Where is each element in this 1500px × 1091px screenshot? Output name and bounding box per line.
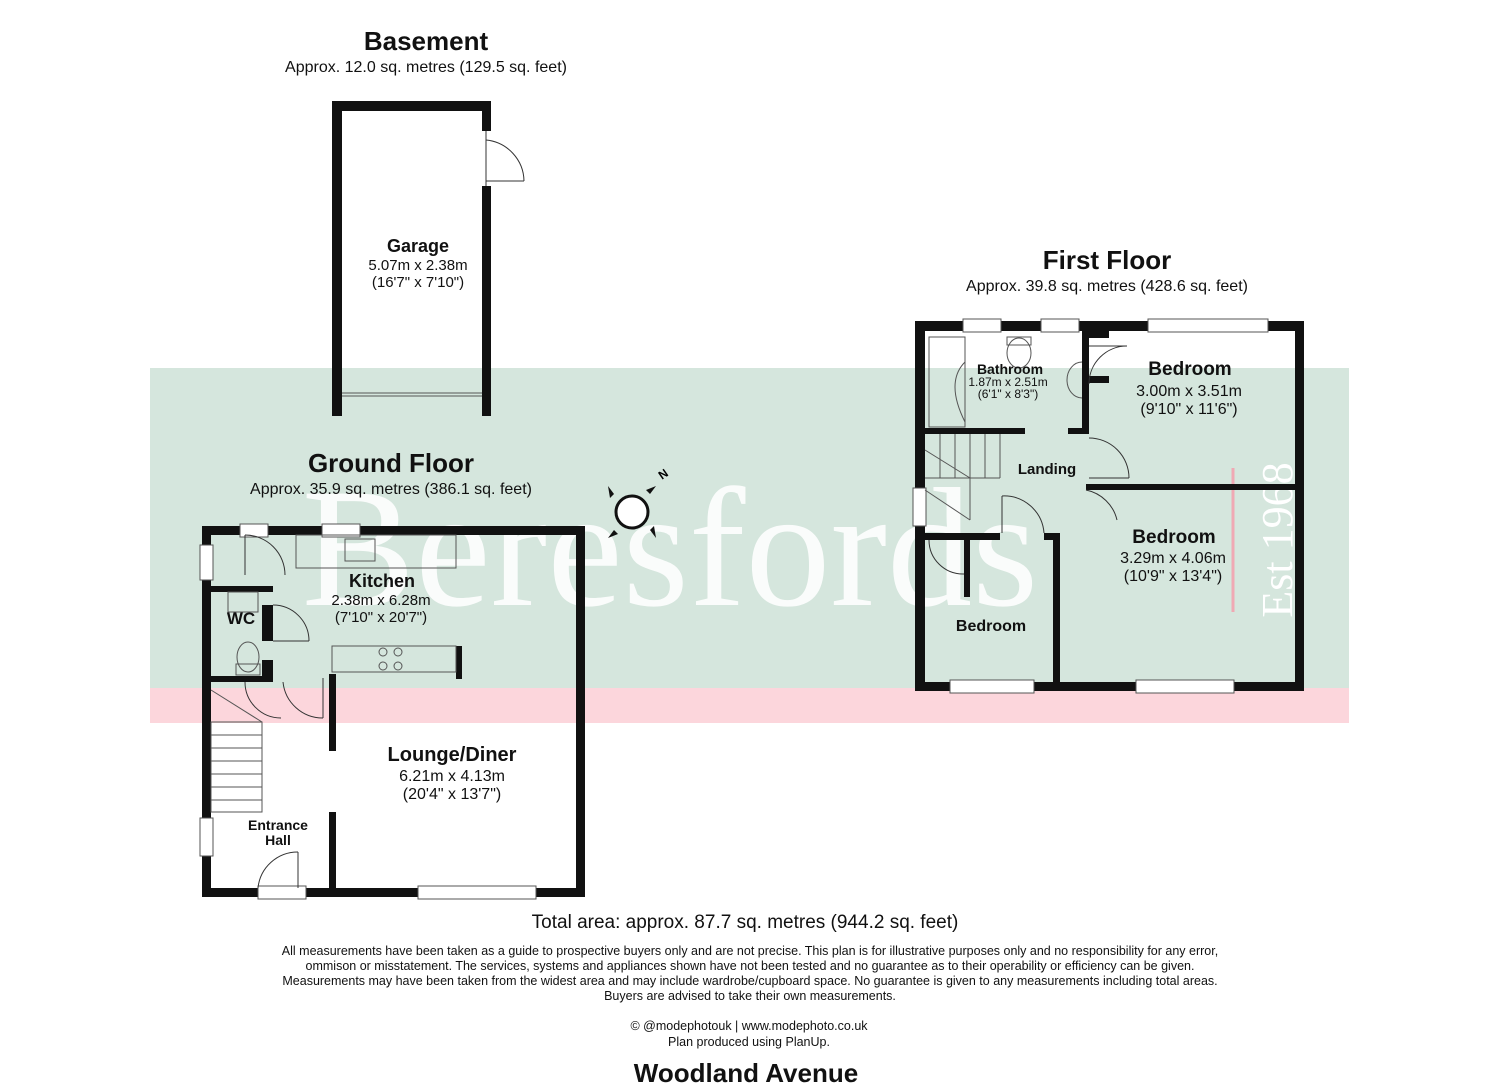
bathroom-name: Bathroom (976, 361, 1044, 377)
first-floor-area: Approx. 39.8 sq. metres (428.6 sq. feet) (966, 278, 1248, 295)
basement-title: Basement (363, 26, 489, 56)
plan-produced: Plan produced using PlanUp. (668, 1035, 830, 1049)
ground-floor-windows (199, 523, 537, 900)
first-floor-stairs (924, 434, 1001, 521)
lounge-imperial: (20'4" x 13'7") (402, 786, 502, 803)
first-floor-doors (928, 345, 1130, 575)
bedroom2-name: Bedroom (1132, 527, 1216, 548)
ground-floor-area: Approx. 35.9 sq. metres (386.1 sq. feet) (250, 481, 532, 498)
garage-door (485, 131, 525, 186)
first-floor-windows (912, 318, 1269, 694)
garage-front-opening (342, 392, 482, 397)
garage-walls (332, 101, 491, 416)
ground-floor-doors (244, 534, 324, 889)
landing-name: Landing (1017, 461, 1077, 478)
ground-floor-walls (202, 526, 585, 897)
kitchen-units (227, 534, 457, 676)
lounge-metric: 6.21m x 4.13m (399, 768, 505, 785)
compass-icon: N (608, 466, 671, 538)
first-floor-title: First Floor (1042, 245, 1172, 275)
bathroom-fixtures (928, 336, 1083, 428)
bedroom1-name: Bedroom (1148, 359, 1232, 380)
photo-credit: © @modephotouk | www.modephoto.co.uk (630, 1019, 868, 1033)
kitchen-name: Kitchen (348, 571, 416, 591)
basement-area: Approx. 12.0 sq. metres (129.5 sq. feet) (285, 59, 567, 76)
bedroom2-imperial: (10'9" x 13'4") (1123, 568, 1223, 585)
entrance-hall-name-line1: Entrance (248, 817, 308, 833)
lounge-name: Lounge/Diner (387, 744, 517, 766)
total-area: Total area: approx. 87.7 sq. metres (944… (531, 912, 959, 933)
watermark-stripe (150, 688, 1349, 723)
ground-floor-title: Ground Floor (307, 448, 475, 478)
garage-imperial: (16'7" x 7'10") (371, 274, 465, 291)
kitchen-metric: 2.38m x 6.28m (331, 592, 431, 609)
bedroom1-metric: 3.00m x 3.51m (1136, 383, 1242, 400)
garage-name: Garage (386, 236, 450, 256)
wc-name: WC (226, 609, 256, 628)
entrance-hall-name-line2: Hall (265, 832, 291, 848)
bathroom-imperial: (6'1" x 8'3") (977, 387, 1039, 401)
street-name: Woodland Avenue (633, 1058, 859, 1088)
bathroom-metric: 1.87m x 2.51m (968, 375, 1048, 389)
bedroom3-name: Bedroom (955, 618, 1027, 635)
bedroom2-metric: 3.29m x 4.06m (1120, 550, 1226, 567)
garage-metric: 5.07m x 2.38m (368, 257, 468, 274)
kitchen-imperial: (7'10" x 20'7") (334, 609, 428, 626)
bedroom1-imperial: (9'10" x 11'6") (1140, 401, 1238, 418)
disclaimer: All measurements have been taken as a gu… (281, 944, 1219, 1003)
ground-floor-stairs (210, 689, 263, 813)
